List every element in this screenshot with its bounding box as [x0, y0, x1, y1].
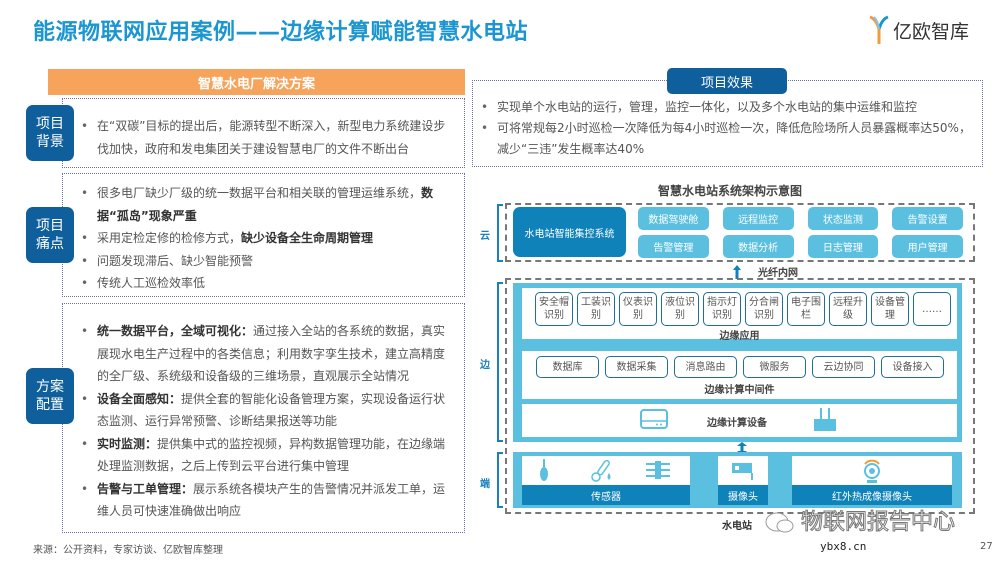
station-layer [505, 278, 975, 514]
page-title: 能源物联网应用案例——边缘计算赋能智慧水电站 [33, 20, 529, 45]
router-icon [814, 408, 836, 431]
list-item: 设备全面感知：提供全套的智能化设备管理方案，实现设备运行状态监测、运行异常预警、… [77, 388, 456, 433]
station-label: 水电站 [722, 517, 752, 532]
list-item: 实现单个水电站的运行，管理，监控一体化，以及多个水电站的集中运维和监控 [477, 97, 974, 118]
list-item: 传统人工巡检效率低 [77, 272, 456, 295]
solution-banner: 智慧水电厂解决方案 [48, 69, 465, 95]
edge-app: 仪表识别 [619, 292, 657, 326]
end-label: 端 [480, 479, 490, 490]
ir-camera-icon-box [792, 456, 952, 485]
middleware-item: 数据库 [536, 356, 599, 378]
edge-app: 指示灯识别 [703, 292, 741, 326]
camera-icon [732, 463, 753, 480]
pressure-sensor-icon [540, 459, 548, 481]
edge-middleware: 数据库数据采集消息路由微服务云边协同设备接入 边缘计算中间件 [522, 351, 957, 399]
edge-app: 安全帽识别 [535, 292, 573, 326]
tag-background: 项目背景 [26, 105, 74, 161]
sensor-label: 传感器 [522, 485, 690, 505]
middleware-item: 消息路由 [674, 356, 737, 378]
diagram-title: 智慧水电站系统架构示意图 [657, 184, 802, 198]
tag-pain-points: 项目痛点 [26, 207, 74, 263]
watermark: 物联网报告中心 [765, 510, 956, 536]
cloud-bracket [497, 204, 503, 262]
edge-middleware-label: 边缘计算中间件 [704, 385, 775, 396]
watermark-url: ybx8.cn [820, 540, 867, 553]
middleware-item: 微服务 [743, 356, 806, 378]
cloud-module: 状态监测 [807, 207, 879, 230]
server-icon [640, 409, 668, 429]
cloud-module: 数据驾驶舱 [638, 207, 709, 230]
list-item: 可将常规每2小时巡检一次降低为每4小时巡检一次，降低危险场所人员暴露概率达50%… [477, 118, 974, 160]
bidirectional-arrow-icon [737, 440, 747, 459]
sensor-icons [522, 456, 690, 485]
cloud-module: 告警管理 [638, 235, 709, 258]
list-item: 在“双碳”目标的提出后，能源转型不断深入，新型电力系统建设步伐加快，政府和发电集… [77, 115, 456, 160]
edge-app: 设备管理 [871, 292, 909, 326]
cloud-layer [505, 203, 975, 262]
edge-app: 电子围栏 [787, 292, 825, 326]
edge-device-label: 边缘计算设备 [707, 418, 767, 429]
edge-apps: 安全帽识别工装识别仪表识别液位识别指示灯识别分合闸识别电子围栏远程升级设备管理…… [522, 288, 957, 342]
cloud-module: 日志管理 [807, 235, 879, 258]
cloud-main-system: 水电站智能集控系统 [513, 207, 626, 257]
cloud-modules: 数据驾驶舱远程监控状态监测告警设置告警管理数据分析日志管理用户管理 [638, 207, 963, 258]
effect-box: 实现单个水电站的运行，管理，监控一体化，以及多个水电站的集中运维和监控 可将常规… [472, 80, 983, 167]
arrow-up-icon [733, 264, 741, 279]
list-item: 很多电厂缺少厂级的统一数据平台和相关联的管理运维系统，数据“孤岛”现象严重 [77, 182, 456, 227]
watermark-text: 物联网报告中心 [800, 510, 956, 536]
camera-label: 摄像头 [718, 485, 768, 505]
logo: 亿欧智库 [868, 15, 969, 45]
solution-box: 统一数据平台，全域可视化：通过接入全站的各系统的数据，真实展现水电生产过程中的各… [62, 303, 465, 533]
camera-icon-box [718, 456, 768, 485]
list-item: 问题发现滞后、缺少智能预警 [77, 250, 456, 273]
list-item: 统一数据平台，全域可视化：通过接入全站的各系统的数据，真实展现水电生产过程中的各… [77, 320, 456, 388]
effect-title: 项目效果 [667, 68, 787, 94]
logo-icon [869, 15, 889, 44]
edge-device: 边缘计算设备 [522, 404, 957, 437]
ir-camera-icon [864, 459, 880, 483]
edge-app: 远程升级 [829, 292, 867, 326]
tag-solution: 方案配置 [26, 368, 74, 424]
list-item: 实时监测：提供集中式的监控视频，异构数据管理功能，在边缘端处理监测数据，之后上传… [77, 433, 456, 478]
edge-app: 分合闸识别 [745, 292, 783, 326]
logo-text: 亿欧智库 [893, 20, 970, 43]
edge-app: 工装识别 [577, 292, 615, 326]
ir-camera-label: 红外热成像摄像头 [792, 485, 952, 505]
cloud-module: 用户管理 [892, 235, 963, 258]
middleware-item: 设备接入 [881, 356, 944, 378]
edge-apps-label: 边缘应用 [719, 331, 760, 342]
edge-label: 边 [480, 360, 490, 371]
list-item: 告警与工单管理：展示系统各模块产生的告警情况并派发工单，运维人员可快速准确做出响… [77, 478, 456, 523]
source-note: 来源：公开资料，专家访谈、亿欧智库整理 [33, 545, 223, 556]
wechat-icon [765, 512, 794, 533]
edge-app: 液位识别 [661, 292, 699, 326]
network-label: 光纤内网 [758, 268, 798, 279]
background-box: 在“双碳”目标的提出后，能源转型不断深入，新型电力系统建设步伐加快，政府和发电集… [62, 98, 465, 168]
cloud-module: 远程监控 [722, 207, 794, 230]
edge-app: …… [913, 292, 951, 326]
middleware-item: 数据采集 [605, 356, 668, 378]
list-item: 采用定检定修的检修方式，缺少设备全生命周期管理 [77, 227, 456, 250]
cloud-module: 告警设置 [892, 207, 963, 230]
page-number: 27 [980, 541, 993, 552]
thermometer-icon [591, 459, 611, 482]
cloud-module: 数据分析 [722, 235, 794, 258]
middleware-item: 云边协同 [812, 356, 875, 378]
cloud-label: 云 [480, 231, 490, 242]
edge-bracket [497, 282, 503, 442]
flow-sensor-icon [646, 461, 670, 479]
pain-points-box: 很多电厂缺少厂级的统一数据平台和相关联的管理运维系统，数据“孤岛”现象严重 采用… [62, 173, 465, 297]
end-bracket [497, 452, 503, 508]
